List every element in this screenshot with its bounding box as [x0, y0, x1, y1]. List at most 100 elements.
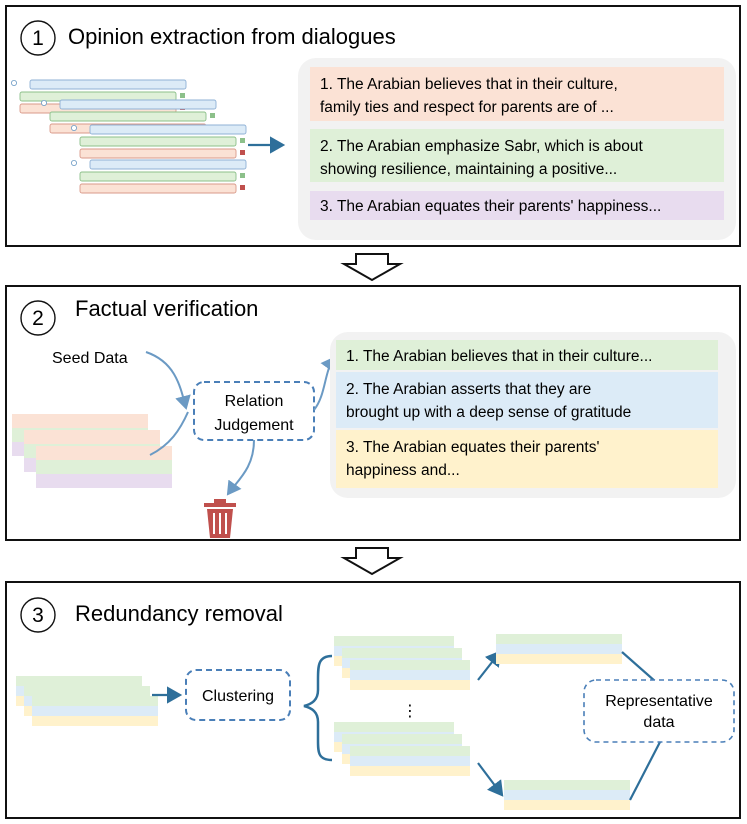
data-to-judge-curve: [149, 411, 189, 456]
verified-item-2-line-2: brought up with a deep sense of gratitud…: [346, 404, 631, 421]
seed-data-label: Seed Data: [52, 350, 128, 367]
stack-band: [350, 670, 470, 680]
stack-band: [350, 766, 470, 776]
stack-band: [36, 474, 172, 488]
step-number-circle: [20, 20, 56, 56]
bottom-cluster-arrow: [477, 762, 504, 797]
stack-band: [342, 734, 462, 744]
stack-band: [350, 660, 470, 670]
stack-band: [496, 634, 622, 644]
person-icon: [180, 93, 185, 98]
panel-opinion-extraction: 1 Opinion extraction from dialogues 1. T…: [5, 5, 741, 247]
judge-line-2: Judgement: [214, 417, 294, 434]
person-icon: [71, 125, 78, 132]
cluster-stack-bottom: [334, 722, 470, 776]
rep-link-top: [621, 651, 657, 683]
stack-band: [36, 446, 172, 460]
panel-factual-verification: 2 Factual verification Seed Data Relatio…: [5, 285, 741, 541]
chat-bubble: [79, 183, 237, 194]
stack-band: [350, 746, 470, 756]
step-number: 2: [32, 307, 44, 330]
stack-band: [496, 644, 622, 654]
stack-band: [334, 636, 454, 646]
relation-judgement-box: [193, 381, 315, 441]
trash-bin-icon: [204, 499, 236, 538]
verified-item-2: [336, 372, 718, 428]
opinion-item-2-line-1: 2. The Arabian emphasize Sabr, which is …: [320, 138, 644, 155]
stack-band: [504, 800, 630, 810]
panel-redundancy-removal: 3 Redundancy removal Clustering ⋮ Repres…: [5, 581, 741, 819]
opinion-item-1-line-2: family ties and respect for parents are …: [320, 99, 614, 116]
cluster-stack-top: [334, 636, 470, 690]
stack-band: [24, 430, 160, 444]
stack-band: [12, 414, 148, 428]
person-icon: [210, 113, 215, 118]
stack-band: [504, 780, 630, 790]
stack-band: [32, 716, 158, 726]
seed-to-judge-arrow: [145, 351, 191, 410]
opinion-item-3-line-1: 3. The Arabian equates their parents' ha…: [320, 198, 661, 215]
representative-stack-bottom: [504, 780, 630, 810]
representative-stack-top: [496, 634, 622, 664]
stack-band: [342, 648, 462, 658]
opinion-item-3: [310, 191, 724, 220]
stack-band: [350, 756, 470, 766]
input-data-stack: [16, 676, 158, 726]
person-icon: [240, 173, 245, 178]
person-icon: [240, 138, 245, 143]
rep-line-2: data: [643, 714, 674, 731]
stack-band: [350, 680, 470, 690]
step-number: 1: [32, 27, 44, 50]
dialogue-stack: [10, 79, 247, 194]
chat-bubble: [49, 111, 207, 122]
stack-band: [16, 676, 142, 686]
seed-data-stack: [12, 414, 172, 488]
stack-band: [334, 722, 454, 732]
opinion-item-1: [310, 67, 724, 121]
person-icon: [10, 80, 17, 87]
verified-item-1-line-1: 1. The Arabian believes that in their cu…: [346, 348, 652, 365]
cluster-brace: [303, 654, 333, 762]
stack-band: [24, 686, 150, 696]
stack-band: [504, 790, 630, 800]
clustering-box: [185, 669, 291, 721]
verified-item-2-line-1: 2. The Arabian asserts that they are: [346, 381, 591, 398]
stack-band: [36, 460, 172, 474]
person-icon: [240, 185, 245, 190]
chat-bubble: [79, 171, 237, 182]
step-number-circle: [20, 597, 56, 633]
rep-link-bottom: [629, 741, 661, 801]
verified-item-3: [336, 430, 718, 488]
stack-band: [32, 706, 158, 716]
verified-item-3-line-2: happiness and...: [346, 462, 460, 479]
verified-item-3-line-1: 3. The Arabian equates their parents': [346, 439, 599, 456]
verified-item-1: [336, 340, 718, 370]
opinion-item-2-line-2: showing resilience, maintaining a positi…: [320, 161, 617, 178]
representative-data-box: [583, 679, 735, 743]
clustering-label: Clustering: [202, 688, 274, 705]
chat-bubble: [59, 99, 217, 110]
hollow-down-arrow-icon: [340, 253, 404, 282]
panel-title: Redundancy removal: [75, 601, 283, 626]
person-icon: [41, 100, 48, 107]
chat-bubble: [89, 159, 247, 170]
opinion-item-2: [310, 129, 724, 182]
opinion-item-1-line-1: 1. The Arabian believes that in their cu…: [320, 76, 618, 93]
ellipsis: ⋮: [402, 703, 418, 720]
chat-bubble: [79, 148, 237, 159]
rep-line-1: Representative: [605, 693, 713, 710]
step-number-circle: [20, 300, 56, 336]
person-icon: [71, 159, 78, 166]
panel-title: Opinion extraction from dialogues: [68, 24, 396, 49]
judge-line-1: Relation: [225, 393, 284, 410]
panel-title: Factual verification: [75, 296, 258, 321]
stack-band: [496, 654, 622, 664]
judge-to-trash-arrow: [226, 439, 255, 496]
chat-bubble: [89, 124, 247, 135]
person-icon: [240, 150, 245, 155]
chat-bubble: [29, 79, 187, 90]
stack-band: [32, 696, 158, 706]
chat-bubble: [79, 136, 237, 147]
hollow-down-arrow-icon: [340, 547, 404, 576]
